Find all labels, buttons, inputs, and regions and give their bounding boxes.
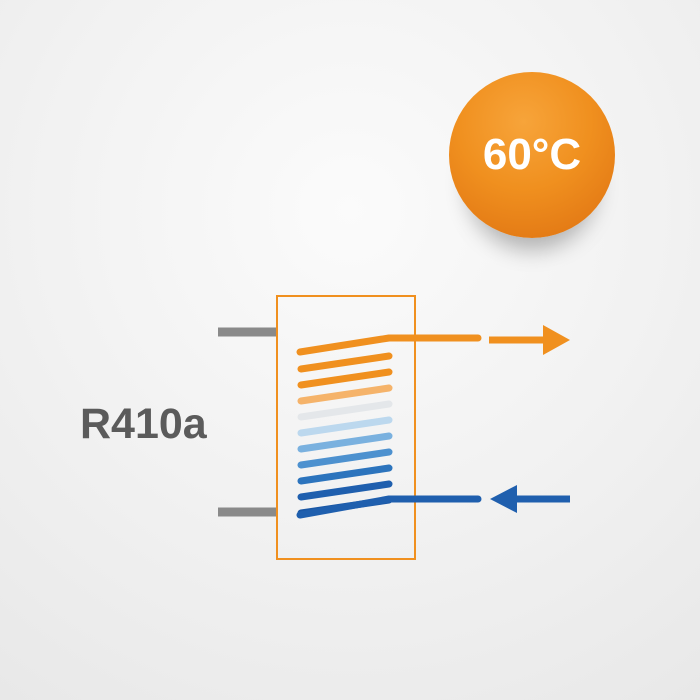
cold-water-inlet-pipe	[296, 495, 482, 519]
coil-turn	[297, 464, 393, 485]
hot-water-outlet-pipe	[296, 334, 482, 356]
temperature-badge: 60°C	[449, 72, 615, 238]
arrow-right-icon	[543, 325, 570, 355]
coil-turn	[297, 416, 393, 437]
heat-exchanger-coil	[297, 352, 393, 517]
arrow-left-icon	[490, 485, 517, 513]
coil-turn	[297, 432, 393, 453]
coil-turn	[297, 352, 393, 373]
coil-turn	[297, 400, 393, 421]
coil-turn	[297, 448, 393, 469]
coil-turn	[297, 384, 393, 405]
coil-turn	[297, 368, 393, 389]
coil-turn	[297, 480, 393, 501]
refrigerant-label: R410a	[80, 400, 207, 448]
temperature-value: 60°C	[482, 130, 582, 179]
tank-outline	[276, 295, 416, 560]
